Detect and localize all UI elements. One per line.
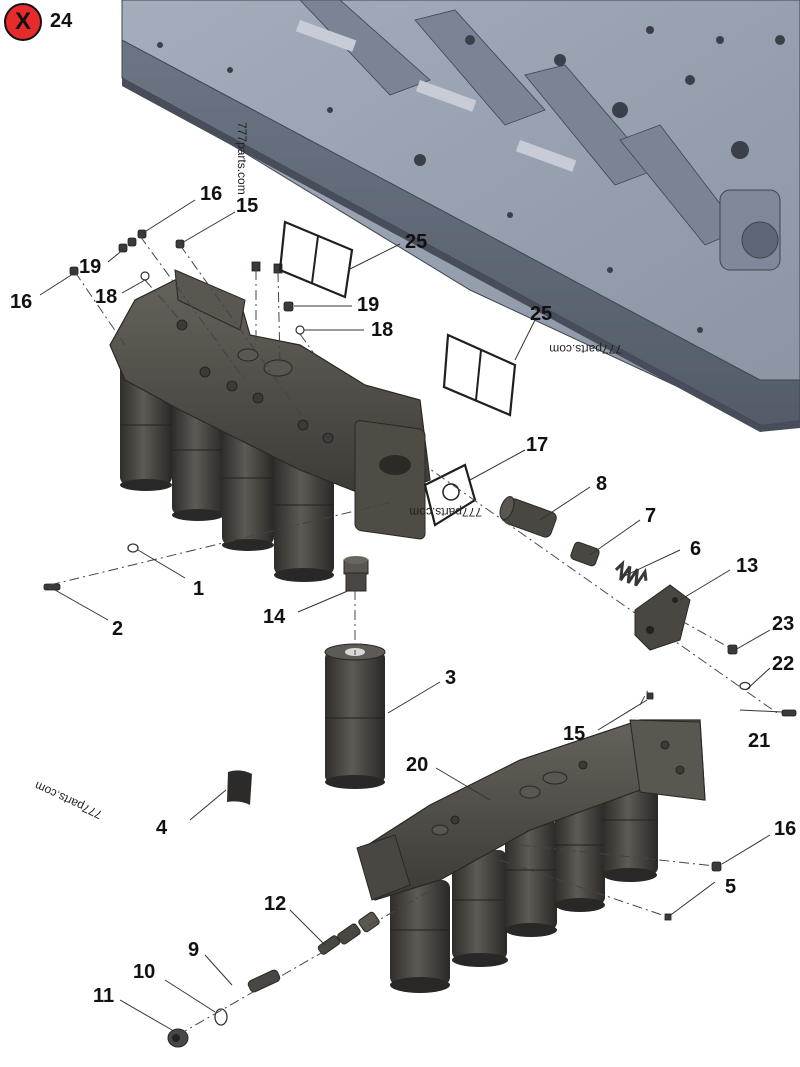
filter-element-3 — [324, 643, 386, 789]
callout-16-left: 16 — [10, 291, 32, 313]
centerlines — [49, 235, 781, 1036]
watermark-gasket: 777parts.com — [409, 505, 482, 519]
watermark-vertical: 777parts.com — [235, 122, 249, 195]
spring-6 — [614, 559, 648, 587]
close-icon: X — [14, 8, 31, 35]
callout-11: 11 — [93, 985, 114, 1007]
engine-block — [121, 0, 800, 432]
callout-18-right: 18 — [371, 319, 393, 341]
callout-2: 2 — [112, 618, 123, 640]
callout-5: 5 — [725, 876, 736, 898]
callout-18-left: 18 — [95, 286, 117, 308]
sleeve-7 — [570, 541, 600, 567]
callout-25-mid: 25 — [530, 303, 552, 325]
callout-25-top: 25 — [405, 231, 427, 253]
gasket-25-top — [278, 220, 354, 299]
callout-17: 17 — [526, 434, 548, 456]
close-count-label: 24 — [50, 10, 73, 32]
callout-19-right: 19 — [357, 294, 379, 316]
watermark-upside-down: 777parts.com — [549, 342, 622, 356]
callout-19-left: 19 — [79, 256, 101, 278]
callout-4: 4 — [156, 817, 168, 839]
callout-8: 8 — [596, 473, 607, 495]
leader-lines — [39, 199, 783, 1031]
callout-16-right: 16 — [774, 818, 796, 840]
gasket-25-mid — [442, 333, 517, 417]
callout-23: 23 — [772, 613, 794, 635]
callout-14: 14 — [263, 606, 286, 628]
valve-12 — [317, 911, 380, 955]
callout-3: 3 — [445, 667, 456, 689]
callout-15-lower: 15 — [563, 723, 585, 745]
callout-6: 6 — [690, 538, 701, 560]
callout-1: 1 — [193, 578, 204, 600]
close-badge-button[interactable]: X — [4, 3, 42, 41]
label-sheet-4 — [227, 770, 252, 805]
callout-9: 9 — [188, 939, 199, 961]
cover-13 — [634, 584, 691, 651]
callout-15-upper: 15 — [236, 195, 258, 217]
upper-filter-housing — [109, 269, 431, 582]
callout-7: 7 — [645, 505, 656, 527]
valve-8 — [499, 496, 557, 538]
adapter-14 — [343, 556, 369, 592]
callout-10: 10 — [133, 961, 155, 983]
callout-12: 12 — [264, 893, 286, 915]
callout-20: 20 — [406, 754, 428, 776]
gasket-17 — [423, 463, 477, 527]
callout-22: 22 — [772, 653, 794, 675]
plug-11 — [167, 1028, 189, 1048]
callout-16-top: 16 — [200, 183, 222, 205]
lower-filter-housing-20 — [356, 719, 706, 993]
callout-labels: 1 2 3 4 5 6 7 8 9 10 11 12 13 14 15 15 1… — [10, 183, 796, 1007]
callout-21: 21 — [748, 730, 770, 752]
o-ring-10 — [214, 1008, 228, 1026]
callout-13: 13 — [736, 555, 758, 577]
spring-9 — [247, 969, 281, 993]
watermark-lower-left: 777parts.com — [32, 779, 104, 822]
